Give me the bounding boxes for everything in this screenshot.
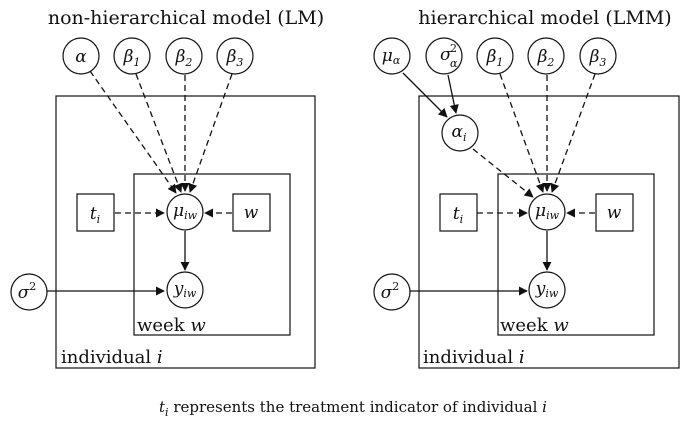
svg-text:α: α	[450, 57, 458, 70]
svg-text:μiw: μiw	[535, 201, 560, 222]
svg-text:σ2: σ2	[381, 280, 400, 303]
lm-node-sigma: σ2	[10, 273, 48, 311]
svg-text:μα: μα	[382, 46, 401, 67]
lm-title: non-hierarchical model (LM)	[48, 7, 324, 29]
svg-text:αi: αi	[451, 122, 466, 144]
lm-node-alpha: α	[62, 37, 100, 75]
svg-text:β3: β3	[226, 47, 244, 69]
lmm-node-alpha-i: αi	[441, 114, 479, 152]
lmm-node-sigma-alpha: σ 2 α	[425, 37, 463, 75]
lm-node-t: ti	[76, 193, 115, 232]
lmm-node-beta2: β2	[527, 37, 565, 75]
lmm-edge-alphai-mu	[472, 148, 534, 198]
lmm-node-mu-alpha: μα	[373, 37, 411, 75]
svg-text:β2: β2	[175, 47, 193, 69]
lmm-individual-plate-label: individual i	[423, 347, 525, 368]
lm-edge-alpha-mu	[89, 70, 177, 194]
lmm-edge-sigmaalpha-alphai	[447, 74, 459, 114]
svg-text:2: 2	[450, 42, 457, 55]
lm-edge-beta3-mu	[188, 73, 233, 193]
lm-node-beta2: β2	[165, 37, 203, 75]
lm-week-plate-label: week w	[137, 315, 206, 336]
lm-week-plate	[133, 173, 291, 336]
lmm-individual-plate	[418, 95, 680, 369]
lmm-panel: hierarchical model (LMM) individual i we…	[373, 7, 680, 369]
svg-text:β1: β1	[486, 47, 504, 69]
svg-text:w: w	[607, 203, 622, 223]
svg-text:σ2: σ2	[18, 280, 37, 303]
svg-text:β2: β2	[537, 47, 555, 69]
svg-text:σ: σ	[440, 45, 452, 65]
svg-text:α: α	[75, 47, 87, 67]
lmm-edge-mualpha-alphai	[402, 72, 448, 118]
lmm-node-y: yiw	[528, 271, 566, 309]
lmm-week-plate	[497, 173, 655, 336]
lm-panel: non-hierarchical model (LM) individual i…	[10, 7, 324, 369]
lmm-node-sigma: σ2	[373, 273, 411, 311]
lmm-node-beta1: β1	[476, 37, 514, 75]
lmm-edge-beta1-mu	[499, 73, 545, 193]
lm-node-y: yiw	[166, 271, 204, 309]
lm-node-mu: μiw	[166, 193, 204, 231]
lmm-title: hierarchical model (LMM)	[418, 7, 671, 29]
lmm-week-plate-label: week w	[500, 315, 569, 336]
svg-text:ti: ti	[453, 204, 463, 226]
lm-individual-plate-label: individual i	[61, 347, 163, 368]
lmm-node-mu: μiw	[528, 193, 566, 231]
lmm-node-w: w	[595, 193, 634, 232]
lm-node-beta3: β3	[216, 37, 254, 75]
svg-text:yiw: yiw	[535, 279, 559, 300]
lm-node-w: w	[232, 193, 271, 232]
svg-text:β3: β3	[589, 47, 607, 69]
diagram-caption: ti represents the treatment indicator of…	[159, 398, 547, 419]
svg-text:β1: β1	[123, 47, 141, 69]
svg-text:μiw: μiw	[173, 201, 198, 222]
svg-text:ti: ti	[90, 204, 100, 226]
svg-text:w: w	[244, 203, 259, 223]
lm-node-beta1: β1	[113, 37, 151, 75]
svg-text:yiw: yiw	[173, 279, 197, 300]
lmm-edge-beta3-mu	[550, 73, 596, 193]
lm-edge-beta1-mu	[135, 73, 183, 193]
lmm-node-beta3: β3	[579, 37, 617, 75]
lmm-node-t: ti	[439, 193, 478, 232]
